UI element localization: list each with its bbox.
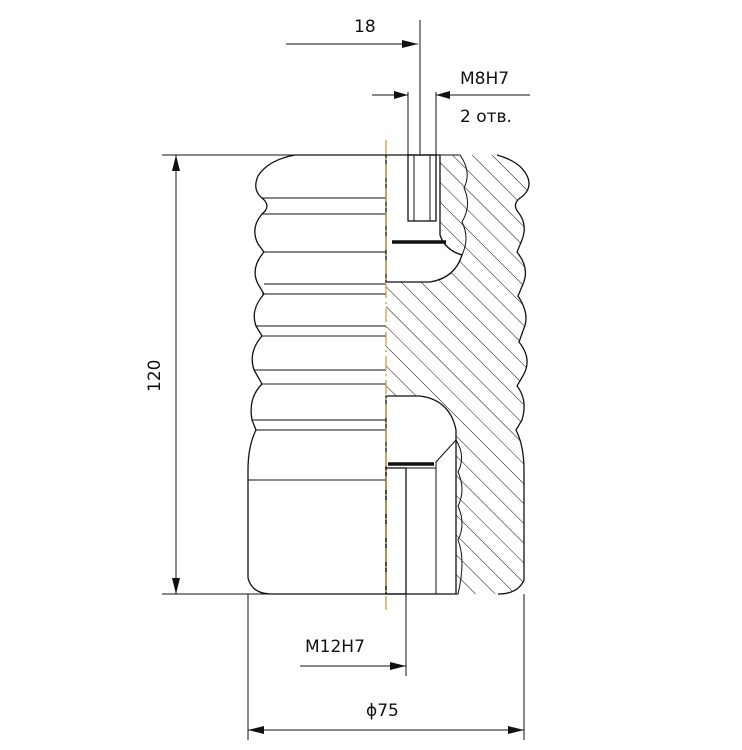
bottom-cement	[435, 439, 463, 595]
top-cement	[439, 154, 468, 256]
dim-18-label: 18	[354, 17, 376, 37]
dim-75-label: ϕ75	[366, 701, 399, 721]
bottom-insert-bg	[386, 396, 456, 594]
body-outline-right	[496, 154, 530, 595]
dimension-m12: M12H7	[300, 594, 407, 676]
top-thread-hole	[407, 154, 437, 222]
dimension-m8: M8H7 2 отв.	[372, 69, 530, 127]
dim-m8-count: 2 отв.	[460, 107, 512, 127]
dimension-120: 120	[145, 154, 386, 595]
bottom-thread-zone	[405, 467, 437, 595]
dim-m12-label: M12H7	[305, 637, 365, 657]
section-view	[385, 154, 530, 595]
outside-view	[247, 154, 386, 595]
dim-120-label: 120	[145, 360, 165, 392]
top-insert-hatch	[386, 155, 462, 282]
body-outline-left	[247, 154, 386, 595]
bottom-insert	[385, 395, 457, 595]
dim-m8-label: M8H7	[460, 69, 509, 89]
dimension-75: ϕ75	[247, 594, 525, 740]
dimension-18: 18	[286, 17, 437, 155]
